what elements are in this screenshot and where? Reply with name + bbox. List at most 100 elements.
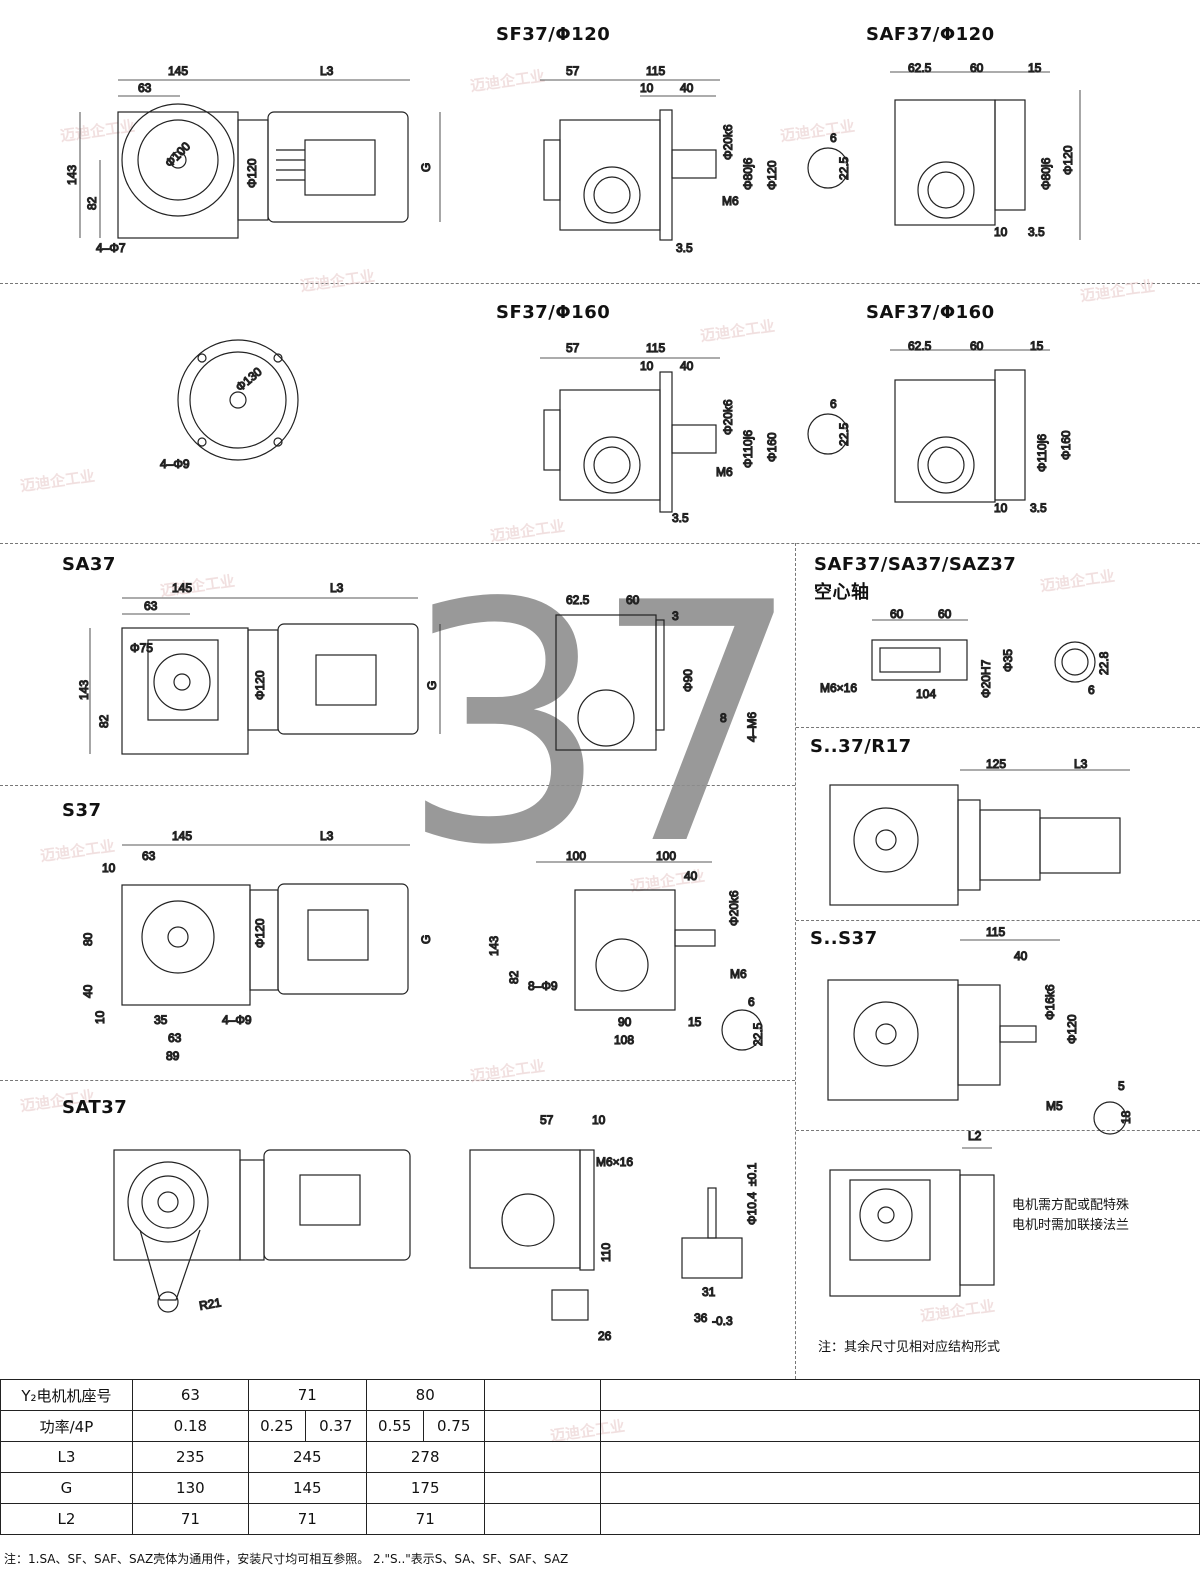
- dim-phi110j6: Φ110j6: [1035, 434, 1049, 472]
- dim-3-5: 3.5: [1030, 501, 1047, 515]
- dim-phi75: Φ75: [130, 641, 153, 655]
- dim-8: 8: [720, 711, 727, 725]
- dim-10: 10: [994, 225, 1008, 239]
- section-divider: [796, 920, 1200, 921]
- dim-62-5: 62.5: [908, 339, 932, 353]
- footnote: 注：1.SA、SF、SAF、SAZ壳体为通用件，安装尺寸均可相互参照。 2."S…: [4, 1552, 569, 1566]
- dim-36: 36: [694, 1311, 708, 1325]
- table-cell: 71: [131, 1503, 249, 1535]
- dim-62-5: 62.5: [908, 61, 932, 75]
- dim-phi90: Φ90: [681, 669, 695, 692]
- dim-115: 115: [646, 341, 665, 355]
- table-cell-empty: [599, 1472, 1200, 1504]
- drawing-s37-r17: [829, 769, 1130, 906]
- dim-g: G: [425, 681, 439, 690]
- table-cell-empty: [599, 1379, 1200, 1411]
- section-divider: [0, 1080, 795, 1081]
- dim-100: 100: [566, 849, 586, 863]
- table-cell: 63: [131, 1379, 249, 1411]
- title-sa37: SA37: [62, 554, 116, 575]
- table-row: 功率/4P 0.18 0.25 0.37 0.55 0.75: [0, 1410, 1200, 1442]
- dim-143: 143: [65, 165, 79, 185]
- table-cell-empty: [599, 1410, 1200, 1442]
- table-cell: 0.55: [365, 1410, 424, 1442]
- dim-60: 60: [938, 607, 952, 621]
- title-hollow-shaft: SAF37/SA37/SAZ37: [814, 554, 1017, 575]
- dim-4phi7: 4–Φ7: [96, 241, 126, 255]
- motor-flange-note-line: 电机需方配或配特殊: [1012, 1198, 1130, 1213]
- drawing-sa37: [89, 597, 665, 755]
- dim-l3: L3: [320, 64, 334, 78]
- dim-36-tolerance: -0.3: [712, 1314, 733, 1328]
- title-s-s37: S..S37: [810, 928, 878, 949]
- table-cell: 278: [365, 1441, 485, 1473]
- dim-phi160: Φ160: [1059, 430, 1073, 460]
- dim-35: 35: [154, 1013, 168, 1027]
- table-cell: 235: [131, 1441, 249, 1473]
- dim-5: 5: [1118, 1079, 1125, 1093]
- dim-22-5: 22.5: [751, 1022, 765, 1046]
- dim-10: 10: [640, 81, 654, 95]
- dim-63: 63: [168, 1031, 182, 1045]
- dim-phi120: Φ120: [765, 160, 779, 190]
- drawing-s37-top: [79, 79, 441, 239]
- drawing-hollow-shaft: [871, 619, 1096, 683]
- drawing-flange-130: [177, 339, 299, 461]
- table-row: L3 235 245 278: [0, 1441, 1200, 1473]
- dim-10: 10: [592, 1113, 606, 1127]
- section-divider: [0, 543, 1200, 544]
- dim-40: 40: [81, 984, 95, 998]
- title-s37-r17: S..37/R17: [810, 736, 912, 757]
- dim-125: 125: [986, 757, 1006, 771]
- table-cell: 130: [131, 1472, 249, 1504]
- dim-g: G: [419, 163, 433, 172]
- row-label: Y₂电机机座号: [0, 1379, 133, 1411]
- title-sat37: SAT37: [62, 1097, 128, 1118]
- drawing-s-s37: [827, 939, 1127, 1135]
- dim-110: 110: [599, 1243, 613, 1262]
- section-divider: [796, 727, 1200, 728]
- dim-15: 15: [688, 1015, 702, 1029]
- dim-8phi9: 8–Φ9: [528, 979, 558, 993]
- table-row: G 130 145 175: [0, 1472, 1200, 1504]
- dim-143: 143: [77, 680, 91, 700]
- dim-31: 31: [702, 1285, 716, 1299]
- row-label: 功率/4P: [0, 1410, 133, 1442]
- dim-108: 108: [614, 1033, 634, 1047]
- row-label: L3: [0, 1441, 133, 1473]
- row-label: G: [0, 1472, 133, 1504]
- dim-143: 143: [487, 936, 501, 956]
- dim-phi10-4: Φ10.4: [745, 1192, 759, 1225]
- dim-m6x16: M6×16: [596, 1155, 633, 1169]
- dim-4-m6: 4–M6: [745, 712, 759, 742]
- title-sf37-120: SF37/Φ120: [496, 24, 611, 45]
- title-hollow-shaft-cn: 空心轴: [814, 582, 870, 603]
- dim-3: 3: [672, 609, 679, 623]
- table-cell: 0.75: [422, 1410, 485, 1442]
- table-cell: 0.18: [131, 1410, 249, 1442]
- dim-4phi9: 4–Φ9: [160, 457, 190, 471]
- dim-6: 6: [830, 397, 837, 411]
- dim-100: 100: [656, 849, 676, 863]
- title-saf37-120: SAF37/Φ120: [866, 24, 995, 45]
- dim-82: 82: [507, 970, 521, 984]
- table-cell-empty: [599, 1503, 1200, 1535]
- motor-flange-note: 电机需方配或配特殊 电机时需加联接法兰: [1012, 1196, 1129, 1236]
- dim-10: 10: [93, 1010, 107, 1024]
- dim-40: 40: [1014, 949, 1028, 963]
- dim-m6: M6: [722, 194, 739, 208]
- dim-82: 82: [85, 196, 99, 210]
- table-cell-empty: [483, 1379, 601, 1411]
- dim-60: 60: [626, 593, 640, 607]
- table-cell-empty: [483, 1503, 601, 1535]
- dim-57: 57: [566, 64, 580, 78]
- dim-r21: R21: [198, 1295, 222, 1313]
- title-s37: S37: [62, 800, 102, 821]
- table-row: Y₂电机机座号 63 71 80: [0, 1379, 1200, 1411]
- dim-3-5: 3.5: [676, 241, 693, 255]
- table-cell: 71: [365, 1503, 485, 1535]
- dim-phi10-4-tolerance: ±0.1: [745, 1162, 759, 1186]
- dim-phi20k6: Φ20k6: [721, 124, 735, 160]
- dim-phi100: Φ100: [162, 139, 193, 170]
